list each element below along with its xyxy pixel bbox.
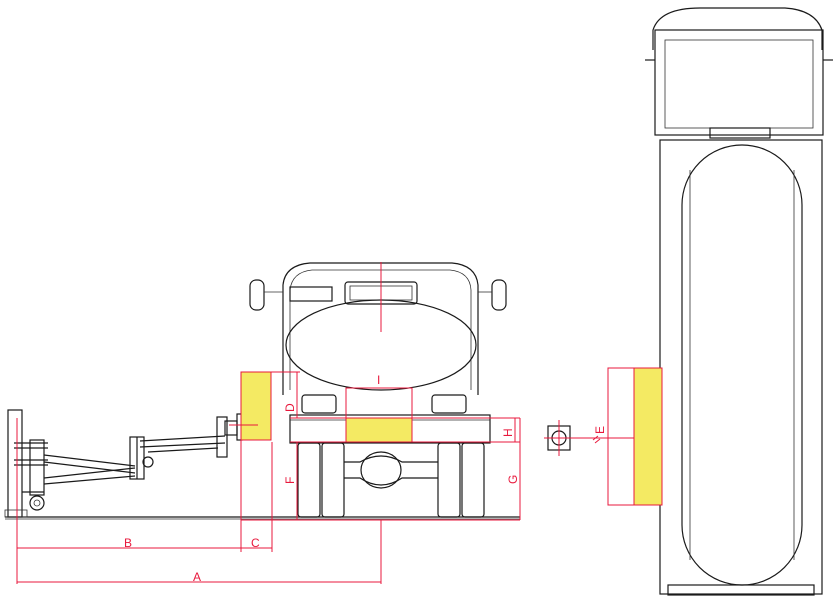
dimension-labels: A B C D F G H I — [124, 373, 520, 584]
dim-label-h: H — [501, 428, 515, 437]
dim-label-i: I — [377, 373, 380, 387]
coupling-zone-left — [240, 371, 272, 441]
dim-label-g: G — [506, 475, 520, 484]
dim-label-f: F — [283, 477, 297, 484]
loading-arm — [4, 409, 243, 518]
tanker-truck-top — [645, 7, 833, 596]
dim-label-c: C — [251, 536, 260, 550]
loading-arm-top: E — [544, 420, 634, 456]
dim-label-a: A — [193, 570, 201, 584]
dimension-lines — [16, 262, 521, 584]
ground-line — [5, 516, 520, 520]
dim-label-d: D — [283, 403, 297, 412]
dim-label-e: E — [593, 426, 607, 434]
coupling-zone-center — [345, 417, 413, 443]
coupling-zone-top — [607, 367, 663, 506]
coupling-zone-top-fill — [633, 367, 663, 506]
dim-label-b: B — [124, 536, 132, 550]
